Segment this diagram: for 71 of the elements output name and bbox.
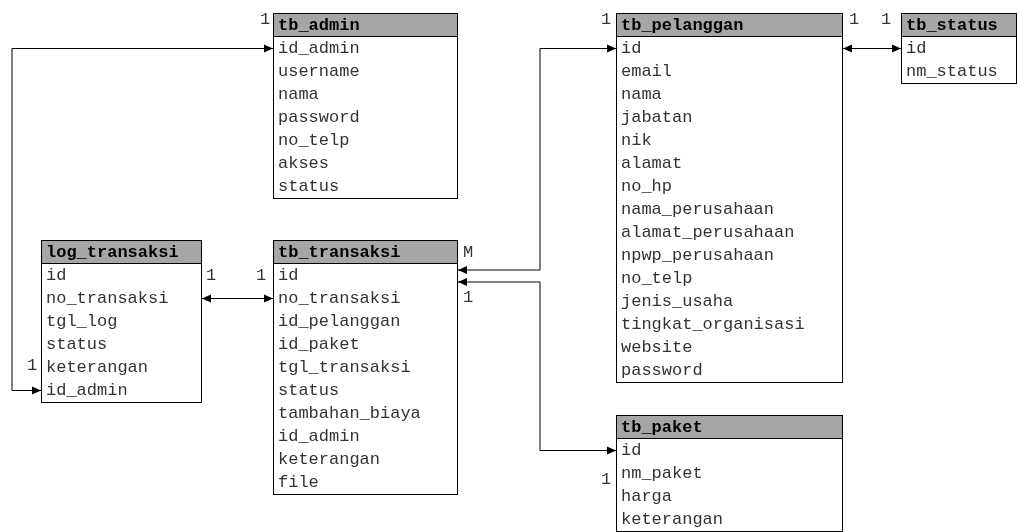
field-name: email: [620, 61, 673, 83]
cardinality-label: 1: [463, 289, 474, 307]
table-box: [273, 240, 458, 495]
cardinality-label: 1: [256, 267, 267, 285]
field-name: id: [620, 38, 643, 60]
field-name: tambahan_biaya: [277, 403, 422, 425]
field-name: id_admin: [45, 380, 129, 402]
field-name: jabatan: [620, 107, 694, 129]
field-name: password: [620, 360, 704, 382]
relationship-arrow: [201, 294, 274, 303]
field-name: jenis_usaha: [620, 291, 735, 313]
field-name: website: [620, 337, 694, 359]
cardinality-label: 1: [27, 357, 38, 375]
field-name: keterangan: [620, 509, 725, 531]
field-name: id_admin: [277, 426, 361, 448]
table-box: [616, 13, 843, 383]
table-name: tb_transaksi: [274, 241, 457, 264]
field-name: id_pelanggan: [277, 311, 402, 333]
relationship-arrow: [11, 44, 274, 395]
table-box: [41, 240, 202, 403]
field-name: file: [277, 472, 320, 494]
field-name: tgl_log: [45, 311, 119, 333]
field-name: nm_paket: [620, 463, 704, 485]
field-name: id: [620, 440, 643, 462]
field-name: nik: [620, 130, 653, 152]
field-name: npwp_perusahaan: [620, 245, 776, 267]
table-name: tb_paket: [617, 416, 842, 439]
field-name: no_telp: [620, 268, 694, 290]
field-name: status: [45, 334, 109, 356]
field-name: id: [277, 265, 300, 287]
cardinality-label: 1: [206, 267, 217, 285]
table-name: tb_admin: [274, 14, 457, 37]
field-name: no_hp: [620, 176, 673, 198]
table-name: log_transaksi: [42, 241, 201, 264]
cardinality-label: 1: [260, 11, 271, 29]
field-name: nama_perusahaan: [620, 199, 776, 221]
field-name: harga: [620, 486, 673, 508]
cardinality-label: 1: [601, 11, 612, 29]
field-name: akses: [277, 153, 330, 175]
field-name: status: [277, 176, 341, 198]
field-name: alamat: [620, 153, 684, 175]
cardinality-label: M: [463, 244, 474, 262]
field-name: alamat_perusahaan: [620, 222, 796, 244]
table-box: [273, 13, 458, 199]
field-name: id_paket: [277, 334, 361, 356]
field-name: password: [277, 107, 361, 129]
field-name: username: [277, 61, 361, 83]
relationship-arrow: [842, 44, 902, 53]
relationship-arrow: [457, 278, 617, 455]
table-name: tb_pelanggan: [617, 14, 842, 37]
field-name: keterangan: [277, 449, 382, 471]
table-box: [616, 415, 843, 532]
field-name: tingkat_organisasi: [620, 314, 806, 336]
table-box: [901, 13, 1017, 84]
field-name: nm_status: [905, 61, 999, 83]
field-name: no_transaksi: [277, 288, 402, 310]
field-name: tgl_transaksi: [277, 357, 412, 379]
field-name: keterangan: [45, 357, 150, 379]
cardinality-label: 1: [849, 11, 860, 29]
field-name: id_admin: [277, 38, 361, 60]
relationship-arrow: [457, 44, 617, 274]
cardinality-label: 1: [881, 11, 892, 29]
cardinality-label: 1: [601, 471, 612, 489]
field-name: nama: [620, 84, 663, 106]
field-name: nama: [277, 84, 320, 106]
table-name: tb_status: [902, 14, 1016, 37]
field-name: status: [277, 380, 341, 402]
field-name: id: [45, 265, 68, 287]
field-name: no_telp: [277, 130, 351, 152]
field-name: id: [905, 38, 928, 60]
field-name: no_transaksi: [45, 288, 170, 310]
